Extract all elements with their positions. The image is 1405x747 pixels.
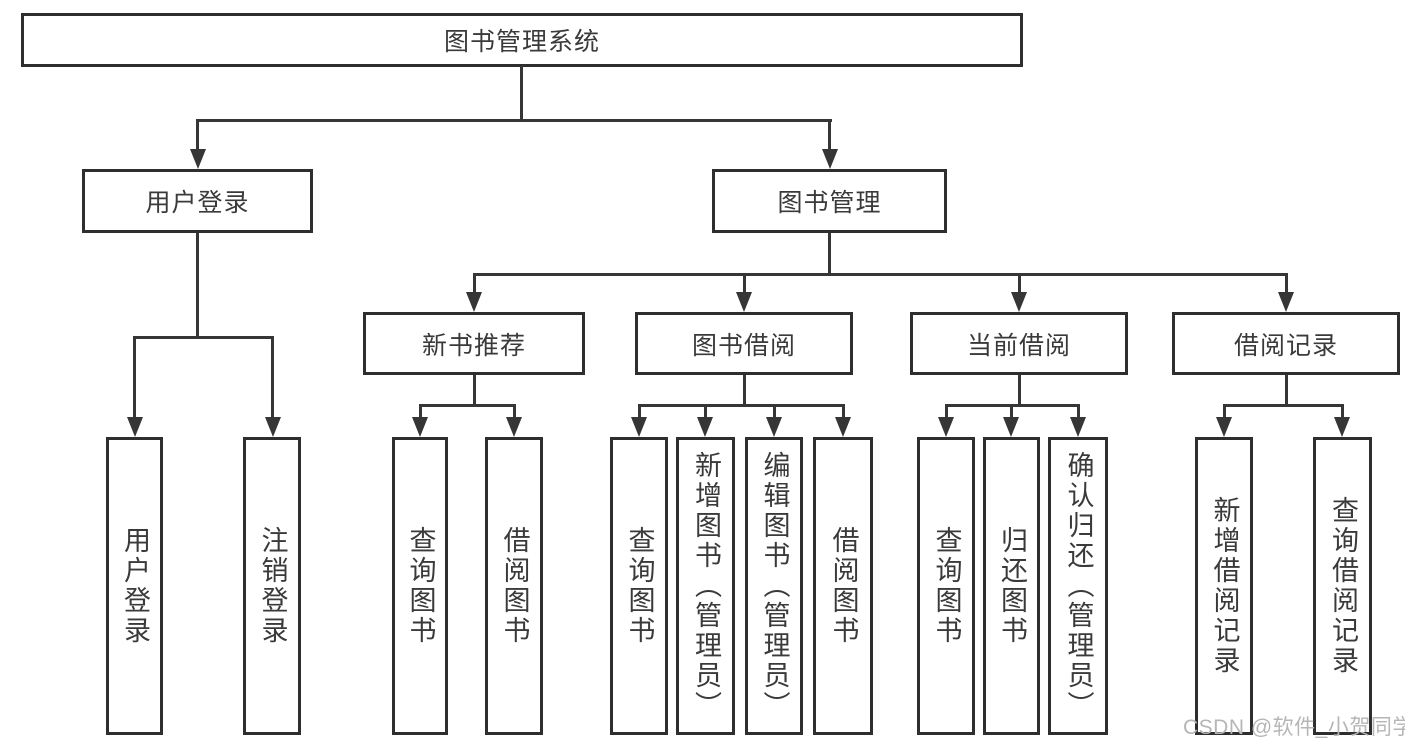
connector-line <box>1285 273 1288 297</box>
node-book-borrowing: 图书借阅 <box>635 312 853 375</box>
csdn-watermark: CSDN @软件_小贺同学 <box>1183 716 1405 739</box>
connector-line <box>133 336 274 339</box>
arrowhead <box>506 417 522 437</box>
node-leaf-query-books-borrowing: 查询图书 <box>610 437 668 735</box>
connector-line <box>1341 404 1344 424</box>
node-book-management: 图书管理 <box>712 169 947 233</box>
connector-line <box>828 119 831 155</box>
node-new-book-recommend: 新书推荐 <box>363 312 585 375</box>
node-leaf-user-login: 用户登录 <box>106 437 163 735</box>
arrowhead <box>835 417 851 437</box>
connector-line <box>1018 273 1021 297</box>
connector-line <box>773 404 776 424</box>
arrowhead <box>190 149 206 169</box>
node-borrowing-records: 借阅记录 <box>1172 312 1400 375</box>
node-leaf-query-borrow-record: 查询借阅记录 <box>1313 437 1372 735</box>
arrowhead <box>697 417 713 437</box>
node-current-borrowing: 当前借阅 <box>910 312 1128 375</box>
node-leaf-query-books-current: 查询图书 <box>917 437 975 735</box>
node-leaf-confirm-return-admin: 确认归还（管理员） <box>1048 437 1108 735</box>
arrowhead <box>1278 292 1294 312</box>
connector-line <box>704 404 707 424</box>
arrowhead <box>1070 417 1086 437</box>
node-library-system: 图书管理系统 <box>21 13 1023 67</box>
arrowhead <box>1011 292 1027 312</box>
arrowhead <box>938 417 954 437</box>
node-user-login: 用户登录 <box>82 169 313 233</box>
arrowhead <box>822 149 838 169</box>
connector-line <box>743 375 746 407</box>
node-leaf-borrow-books-recommend: 借阅图书 <box>485 437 543 735</box>
connector-line <box>638 404 845 407</box>
node-leaf-return-books: 归还图书 <box>983 437 1040 735</box>
connector-line <box>473 273 1288 276</box>
connector-line <box>828 233 831 276</box>
connector-line <box>419 404 516 407</box>
arrowhead <box>127 417 143 437</box>
arrowhead <box>766 417 782 437</box>
connector-line <box>945 404 948 424</box>
node-leaf-query-books-recommend: 查询图书 <box>392 437 448 735</box>
connector-line <box>271 336 274 424</box>
node-leaf-add-books-admin: 新增图书（管理员） <box>676 437 735 735</box>
connector-line <box>419 404 422 424</box>
connector-line <box>1223 404 1226 424</box>
connector-line <box>520 66 523 122</box>
connector-line <box>842 404 845 424</box>
connector-line <box>196 119 199 155</box>
connector-line <box>743 273 746 297</box>
node-leaf-borrow-books: 借阅图书 <box>813 437 873 735</box>
arrowhead <box>412 417 428 437</box>
connector-line <box>1077 404 1080 424</box>
node-leaf-add-borrow-record: 新增借阅记录 <box>1195 437 1253 735</box>
arrowhead <box>631 417 647 437</box>
arrowhead <box>466 292 482 312</box>
arrowhead <box>736 292 752 312</box>
connector-line <box>1223 404 1344 407</box>
connector-line <box>473 375 476 407</box>
connector-line <box>1285 375 1288 407</box>
connector-line <box>638 404 641 424</box>
arrowhead <box>265 417 281 437</box>
arrowhead <box>1216 417 1232 437</box>
connector-line <box>196 119 832 122</box>
node-leaf-logout: 注销登录 <box>243 437 301 735</box>
connector-line <box>513 404 516 424</box>
connector-line <box>473 273 476 297</box>
connector-line <box>133 336 136 424</box>
connector-line <box>1010 404 1013 424</box>
connector-line <box>1018 375 1021 407</box>
node-leaf-edit-books-admin: 编辑图书（管理员） <box>745 437 803 735</box>
arrowhead <box>1003 417 1019 437</box>
connector-line <box>196 233 199 339</box>
arrowhead <box>1334 417 1350 437</box>
